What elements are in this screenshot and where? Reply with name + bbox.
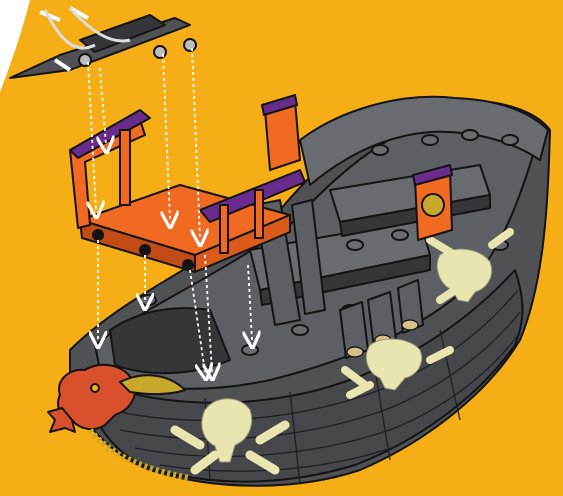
dragon-eye	[91, 384, 99, 392]
gold-emblem-icon	[422, 194, 444, 216]
stern-emblem-panel	[413, 165, 452, 240]
